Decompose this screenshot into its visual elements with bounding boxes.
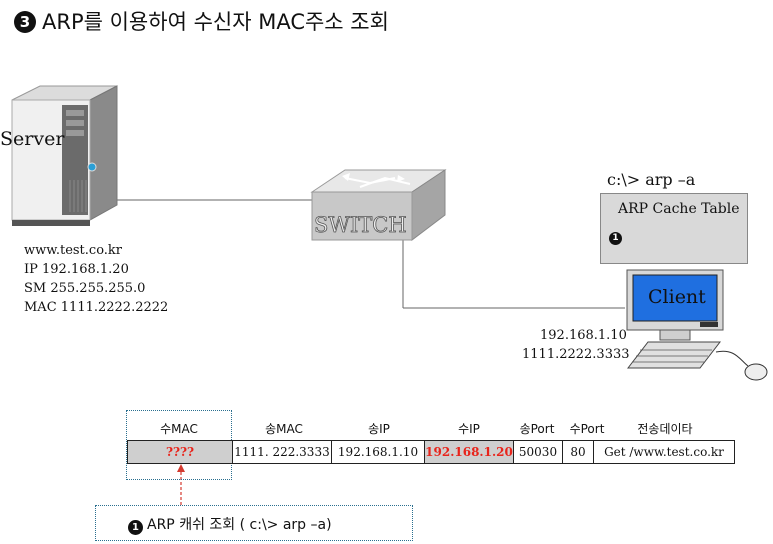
title-text: ARP를 이용하여 수신자 MAC주소 조회	[42, 10, 389, 34]
note-label: ARP 캐쉬 조회 ( c:\> arp –a)	[147, 517, 332, 533]
arp-cache-table-box	[600, 193, 748, 264]
header-payload: 전송데이타	[637, 422, 693, 436]
header-dest-ip: 수IP	[458, 422, 480, 436]
server-domain: www.test.co.kr	[24, 243, 123, 258]
server-mac: MAC 1111.2222.2222	[24, 300, 169, 315]
note-box	[95, 505, 413, 541]
marker-1-badge: 1	[609, 232, 622, 245]
header-dest-port: 수Port	[569, 422, 605, 436]
frame-table: ???? 1111. 222.3333 192.168.1.10 192.168…	[127, 440, 735, 464]
server-info: www.test.co.kr IP 192.168.1.20 SM 255.25…	[24, 241, 168, 317]
cell-dest-mac: ????	[127, 440, 233, 464]
cell-src-port: 50030	[513, 440, 563, 464]
server-ip: IP 192.168.1.20	[24, 262, 129, 277]
cell-dest-ip: 192.168.1.20	[424, 440, 514, 464]
server-subnet-mask: SM 255.255.255.0	[24, 281, 146, 296]
cell-src-mac: 1111. 222.3333	[232, 440, 332, 464]
client-computer-icon	[626, 269, 768, 381]
arp-cache-table-title: ARP Cache Table	[618, 201, 740, 217]
page-title: 3 ARP를 이용하여 수신자 MAC주소 조회	[14, 6, 389, 36]
cell-payload: Get /www.test.co.kr	[593, 440, 735, 464]
step-number-badge: 3	[14, 11, 36, 33]
client-mac: 1111.2222.3333	[522, 347, 630, 362]
client-ip: 192.168.1.10	[540, 328, 627, 343]
note-marker-badge: 1	[128, 520, 143, 535]
arp-command: c:\> arp –a	[607, 170, 696, 189]
cell-src-ip: 192.168.1.10	[331, 440, 425, 464]
header-src-ip: 송IP	[368, 422, 390, 436]
switch-icon	[310, 169, 447, 242]
frame-row: ???? 1111. 222.3333 192.168.1.10 192.168…	[127, 440, 735, 464]
server-label: Server	[0, 128, 65, 150]
arp-cache-marker: 1	[609, 225, 622, 245]
switch-label: SWITCH	[314, 213, 407, 238]
header-dest-mac: 수MAC	[160, 422, 198, 436]
header-src-mac: 송MAC	[265, 422, 303, 436]
cell-dest-port: 80	[562, 440, 594, 464]
header-src-port: 송Port	[519, 422, 555, 436]
client-label: Client	[648, 286, 706, 308]
server-icon	[11, 85, 118, 226]
note-text: 1 ARP 캐쉬 조회 ( c:\> arp –a)	[128, 514, 332, 535]
